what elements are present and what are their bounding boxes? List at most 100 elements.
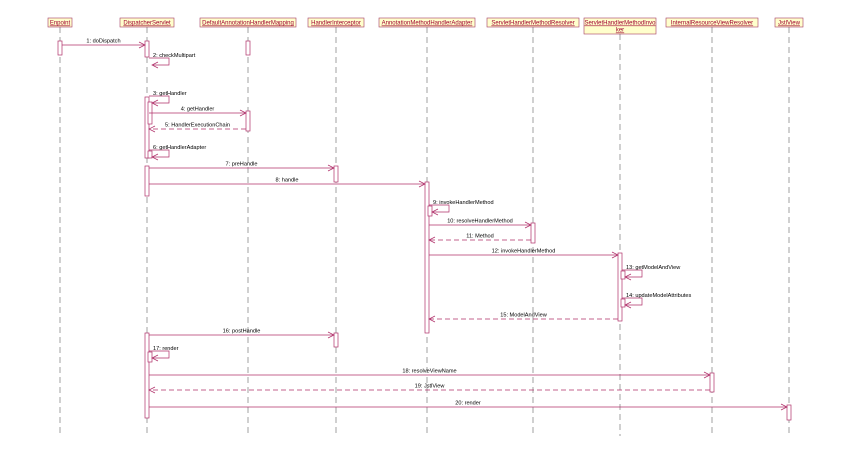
message-line [429, 204, 450, 213]
activation-bar [245, 110, 251, 132]
message-11: 11: Method [428, 234, 531, 244]
arrowhead [611, 251, 619, 259]
message-label: 8: handle [275, 178, 298, 184]
arrowhead [418, 180, 426, 188]
arrowhead [431, 208, 439, 216]
message-10: 10: resolveHandlerMethod [429, 219, 532, 229]
message-label: 13: getModelAndView [626, 265, 681, 271]
message-20: 20: render [149, 401, 788, 411]
arrowhead [780, 403, 788, 411]
participant-headers: Enpoint DispatcherServlet DefaultAnnotatio… [47, 17, 804, 35]
message-5: 5: HandlerExecutionChain [148, 123, 246, 133]
participant-label: HandlerInterceptor [311, 21, 361, 27]
message-17: 17: render [149, 346, 179, 362]
activation-bar [620, 298, 626, 308]
participant-box [47, 17, 73, 28]
activation-bar [530, 222, 536, 244]
message-label: 19: JstlView [415, 384, 446, 390]
activation-bar [57, 40, 63, 56]
arrowhead [428, 236, 436, 244]
message-label: 7: preHandle [225, 162, 257, 168]
arrowhead [327, 331, 335, 339]
participant-box [119, 17, 175, 28]
activation-bar [245, 40, 251, 56]
arrowhead [151, 354, 159, 362]
message-4: 4: getHandler [149, 107, 247, 117]
message-label: 15: ModelAndView [500, 313, 548, 319]
arrowhead [138, 41, 146, 49]
participant-label: InternalResourceViewResolver [671, 21, 753, 27]
message-label: 9: invokeHandlerMethod [433, 200, 494, 206]
message-16: 16: postHandle [149, 329, 335, 339]
arrowhead [327, 164, 335, 172]
activation-bars [57, 40, 792, 421]
message-label: 18: resolveViewName [402, 369, 456, 375]
arrowhead [148, 386, 156, 394]
message-label: 1: doDispatch [86, 39, 120, 45]
activation-bar [333, 332, 339, 348]
messages: 1: doDispatch 2: checkMultipart 3: getHand… [62, 39, 788, 411]
participant-label: ServletHandlerMethodInvo [584, 21, 656, 27]
message-3: 3: getHandler [149, 91, 187, 107]
message-2: 2: checkMultipart [149, 53, 196, 69]
activation-bar [147, 351, 153, 363]
arrowhead [703, 371, 711, 379]
activation-bar [144, 96, 150, 159]
arrowhead [151, 99, 159, 107]
participant-box [199, 17, 297, 28]
message-label: 6: getHandlerAdapter [153, 145, 206, 151]
activation-bar [333, 165, 339, 183]
message-label: 2: checkMultipart [153, 53, 196, 59]
message-8: 8: handle [149, 178, 426, 188]
message-6: 6: getHandlerAdapter [149, 145, 206, 161]
message-label: 16: postHandle [223, 329, 261, 335]
message-1: 1: doDispatch [62, 39, 146, 49]
participant-jstlview: JstlView [774, 17, 804, 28]
activation-bar [620, 270, 626, 280]
participant-box [307, 17, 365, 28]
participant-label: ServletHandlerMethodResolver [491, 21, 574, 27]
activation-bar [144, 332, 150, 419]
message-line [149, 57, 170, 66]
participant-label: JstlView [778, 21, 801, 27]
arrowhead [524, 221, 532, 229]
participant-dispatcher: DispatcherServlet [119, 17, 175, 28]
message-12: 12: invokeHandlerMethod [429, 249, 619, 259]
participant-box [774, 17, 804, 28]
message-label: 3: getHandler [153, 91, 187, 97]
message-14: 14: updateModelAttributes [622, 293, 692, 309]
participant-mapping: DefaultAnnotationHandlerMapping [199, 17, 297, 28]
activation-bar [709, 372, 715, 393]
arrowhead [148, 125, 156, 133]
message-label: 5: HandlerExecutionChain [165, 123, 230, 129]
participant-viewresolver: InternalResourceViewResolver [665, 17, 759, 28]
participant-label: Enpoint [50, 21, 71, 27]
participant-enpoint: Enpoint [47, 17, 73, 28]
activation-bar [617, 252, 623, 322]
activation-bar [786, 404, 792, 421]
message-label: 20: render [455, 401, 481, 407]
participant-label: ker [616, 28, 624, 34]
participant-resolver: ServletHandlerMethodResolver [486, 17, 580, 28]
participant-label: DefaultAnnotationHandlerMapping [202, 21, 294, 27]
activation-bar [147, 150, 153, 159]
message-label: 10: resolveHandlerMethod [447, 219, 513, 225]
message-line [622, 297, 643, 306]
participant-adapter: AnnotationMethodHandlerAdapter [378, 17, 476, 28]
arrowhead [624, 273, 632, 281]
message-13: 13: getModelAndView [622, 265, 681, 281]
message-15: 15: ModelAndView [428, 313, 618, 323]
message-label: 4: getHandler [181, 107, 215, 113]
arrowhead [239, 109, 247, 117]
participant-box [665, 17, 759, 28]
arrowhead [624, 301, 632, 309]
participant-box [583, 17, 657, 35]
message-18: 18: resolveViewName [149, 369, 711, 379]
participant-label: DispatcherServlet [123, 21, 171, 27]
participant-box [378, 17, 476, 28]
message-label: 17: render [153, 346, 179, 352]
message-label: 14: updateModelAttributes [626, 293, 692, 299]
message-19: 19: JstlView [148, 384, 710, 394]
